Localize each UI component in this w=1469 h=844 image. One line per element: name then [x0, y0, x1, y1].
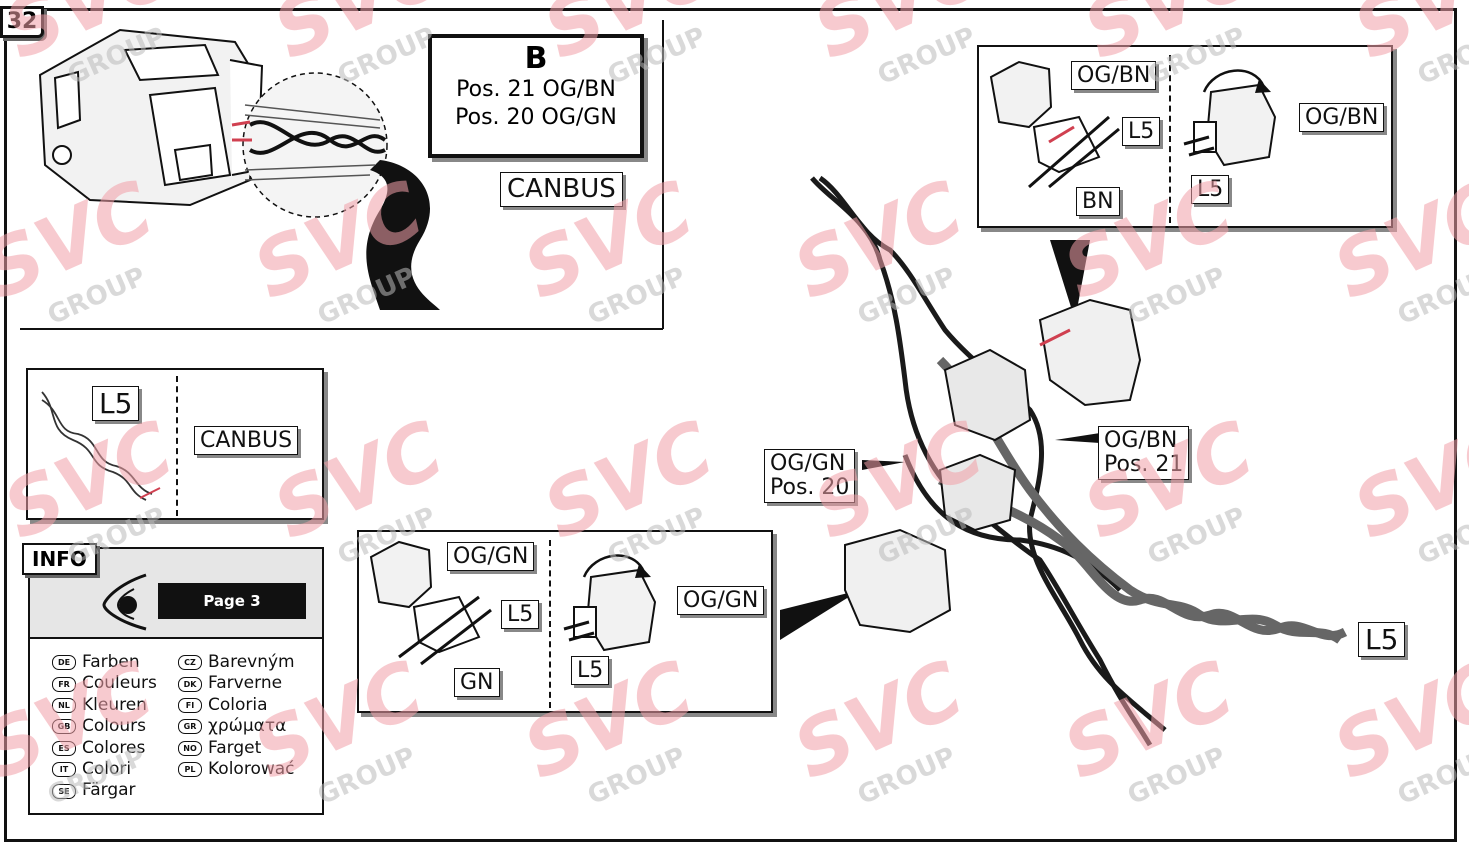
page-3-button[interactable]: Page 3 — [158, 583, 306, 619]
lang-pl-word: Kolorować — [208, 759, 295, 780]
og-bn-detail-panel: OG/BN L5 BN OG/BN L5 — [977, 45, 1393, 228]
lang-dk-word: Farverne — [208, 673, 283, 694]
lang-gb-code: GB — [52, 719, 76, 735]
position-legend-box: B Pos. 21 OG/BN Pos. 20 OG/GN — [428, 34, 644, 158]
og-gn-text: OG/GN — [770, 451, 846, 476]
lang-it: IT Colori — [52, 759, 157, 780]
pos21-text: Pos. 21 — [1104, 452, 1184, 478]
l5-label-1: L5 — [1122, 117, 1161, 147]
legend-canbus: CANBUS — [194, 426, 299, 456]
l5-label-2: L5 — [1191, 175, 1230, 205]
lang-fi-code: FI — [178, 698, 202, 714]
l5-wire-label: L5 — [1358, 622, 1406, 658]
lang-it-code: IT — [52, 762, 76, 778]
wire-legend-panel: L5 CANBUS — [26, 368, 324, 520]
lang-fi-word: Coloria — [208, 694, 268, 715]
page-number: 32 — [0, 6, 44, 38]
lang-no: NO Farget — [178, 738, 295, 759]
lang-nl: NL Kleuren — [52, 695, 157, 716]
og-bn-text: OG/BN — [1104, 428, 1178, 453]
og-gn-pos20-label: OG/GN Pos. 20 — [764, 449, 856, 504]
lang-fi: FI Coloria — [178, 695, 295, 716]
lang-se-code: SE — [52, 783, 76, 799]
og-gn-connector-sketch — [369, 540, 657, 666]
lang-cz: CZ Barevným — [178, 652, 295, 673]
og-gn-label-2: OG/GN — [677, 586, 765, 616]
pos20-text: Pos. 20 — [770, 475, 850, 501]
lang-no-code: NO — [178, 740, 202, 756]
legend-l5: L5 — [92, 386, 140, 422]
og-gn-detail-panel: OG/GN L5 GN OG/GN L5 — [357, 530, 773, 713]
og-gn-label-1: OG/GN — [447, 542, 535, 572]
page-frame — [4, 8, 1457, 842]
lang-gr: GR χρώματα — [178, 716, 295, 737]
lang-fr-code: FR — [52, 676, 76, 692]
og-bn-label-2: OG/BN — [1299, 103, 1385, 133]
lang-pl: PL Kolorować — [178, 759, 295, 780]
lang-cz-code: CZ — [178, 655, 202, 671]
lang-es: ES Colores — [52, 738, 157, 759]
lang-gr-word: χρώματα — [208, 716, 287, 737]
lang-dk-code: DK — [178, 676, 202, 692]
lang-fr: FR Couleurs — [52, 673, 157, 694]
lang-nl-word: Kleuren — [82, 694, 147, 715]
og-bn-label-1: OG/BN — [1071, 61, 1157, 91]
gn-label: GN — [454, 668, 500, 698]
bn-label: BN — [1076, 187, 1120, 217]
eye-icon — [102, 573, 147, 631]
lang-nl-code: NL — [52, 698, 76, 714]
lang-cz-word: Barevným — [208, 652, 295, 672]
lang-dk: DK Farverne — [178, 673, 295, 694]
lang-es-code: ES — [52, 740, 76, 756]
info-box: INFO Page 3 DE Farben FR Couleurs NL Kleure… — [22, 543, 324, 815]
info-header: INFO Page 3 — [22, 543, 322, 639]
position-line-20: Pos. 20 OG/GN — [455, 105, 617, 130]
l5-label-1: L5 — [501, 600, 540, 630]
lang-it-word: Colori — [82, 759, 132, 780]
connector-letter: B — [524, 41, 548, 76]
lang-fr-word: Couleurs — [82, 673, 157, 694]
lang-gb-word: Colours — [82, 716, 147, 737]
lang-de-code: DE — [52, 655, 76, 671]
lang-no-word: Farget — [208, 737, 262, 758]
lang-pl-code: PL — [178, 762, 202, 778]
twisted-pair-icon — [41, 391, 161, 501]
lang-de: DE Farben — [52, 652, 157, 673]
lang-gb: GB Colours — [52, 716, 157, 737]
og-bn-pos21-label: OG/BN Pos. 21 — [1098, 426, 1190, 481]
lang-se: SE Färgar — [52, 780, 157, 801]
info-tag: INFO — [22, 543, 97, 575]
og-bn-connector-sketch — [989, 60, 1277, 189]
lang-se-word: Färgar — [82, 780, 136, 801]
l5-label-2: L5 — [571, 656, 610, 686]
language-list-right: CZ Barevným DK Farverne FI Coloria GR χρώματ… — [178, 652, 295, 780]
lang-es-word: Colores — [82, 737, 146, 758]
canbus-label: CANBUS — [500, 172, 623, 208]
lang-gr-code: GR — [178, 719, 202, 735]
position-line-21: Pos. 21 OG/BN — [456, 77, 616, 102]
lang-de-word: Farben — [82, 652, 140, 672]
